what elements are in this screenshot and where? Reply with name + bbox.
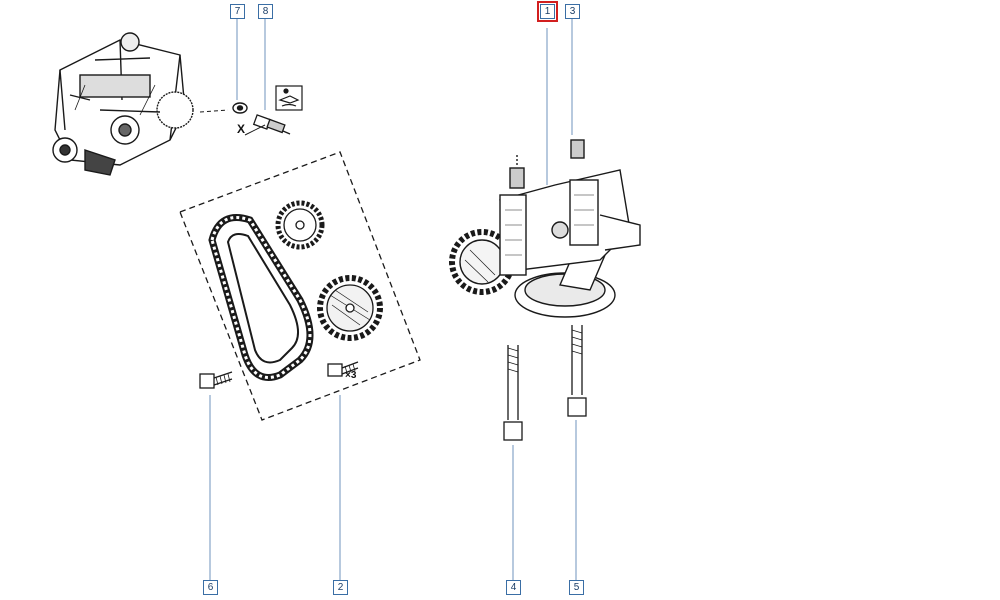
callout-3[interactable]: 3 (565, 4, 580, 19)
callout-1[interactable]: 1 (537, 1, 558, 22)
leader-lines (209, 19, 577, 580)
callout-8[interactable]: 8 (258, 4, 273, 19)
oil-warning-symbol (275, 85, 303, 111)
quantity-mark: ×3 (345, 370, 357, 381)
engine-block-illustration (52, 32, 194, 176)
sealing-washer (232, 102, 248, 114)
cross-mark: X (237, 122, 246, 136)
callout-4[interactable]: 4 (506, 580, 521, 595)
sprocket-bolt-left (199, 371, 233, 389)
timing-chain (208, 214, 314, 381)
callout-2[interactable]: 2 (333, 580, 348, 595)
timing-kit-boundary (179, 151, 421, 421)
pump-bolt-right (567, 325, 587, 417)
callout-5[interactable]: 5 (569, 580, 584, 595)
callout-6[interactable]: 6 (203, 580, 218, 595)
upper-sprocket (275, 200, 325, 250)
pump-bolt-left (503, 345, 523, 441)
callout-7[interactable]: 7 (230, 4, 245, 19)
lower-sprocket (317, 275, 383, 341)
oil-pump-assembly (449, 139, 641, 318)
oil-pressure-sensor (252, 114, 291, 135)
sprocket-bolt-right (327, 361, 359, 377)
